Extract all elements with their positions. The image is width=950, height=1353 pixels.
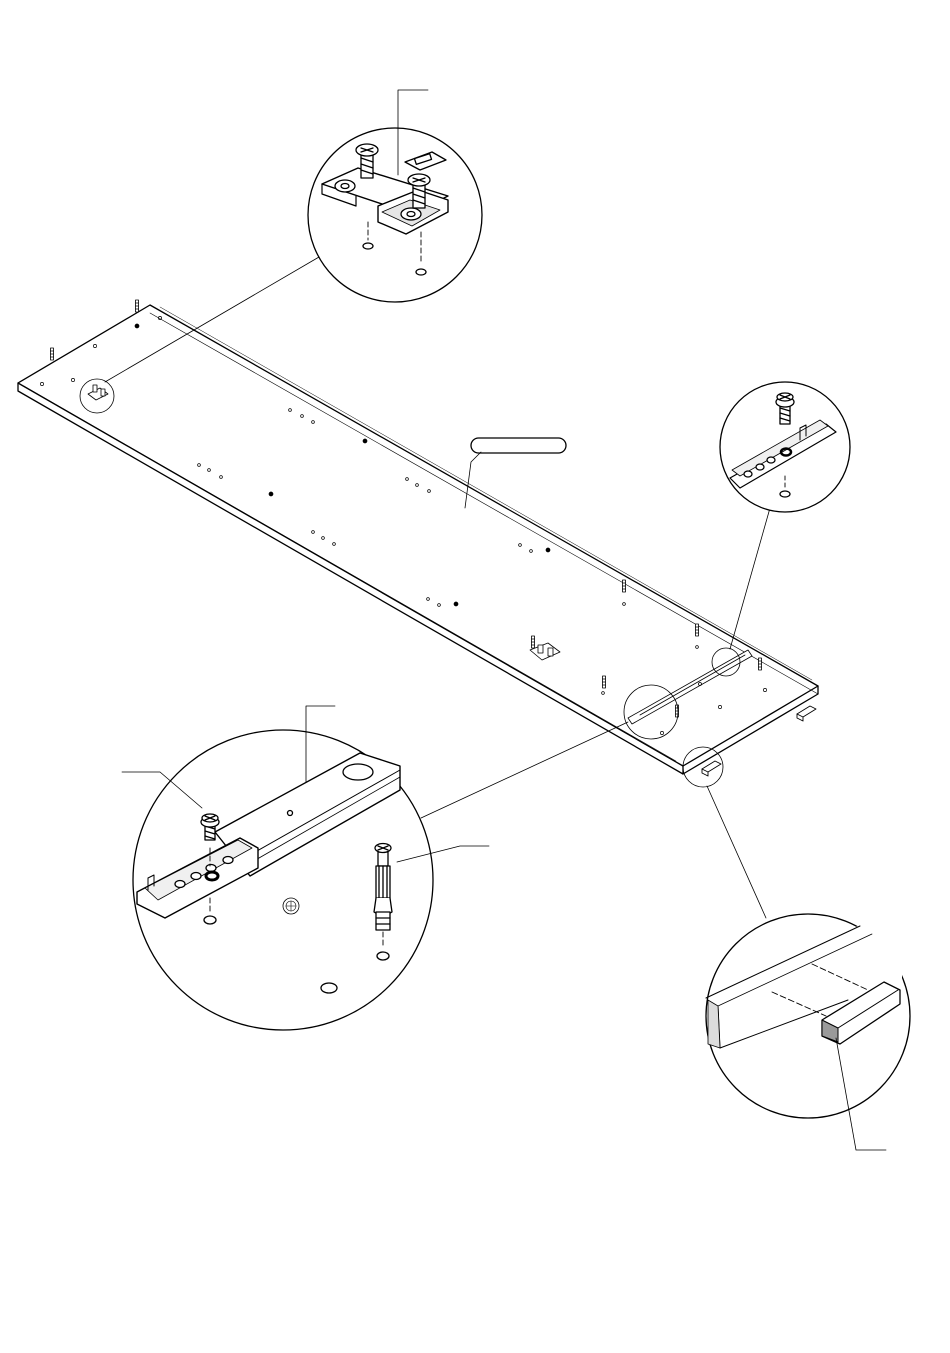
drawer-rail-detail	[122, 706, 489, 1030]
panel-tag	[471, 438, 566, 453]
hinge-plate-detail	[308, 90, 482, 302]
edge-cap-detail	[706, 914, 910, 1150]
rail-screw-detail	[720, 382, 850, 512]
panel	[18, 305, 818, 774]
